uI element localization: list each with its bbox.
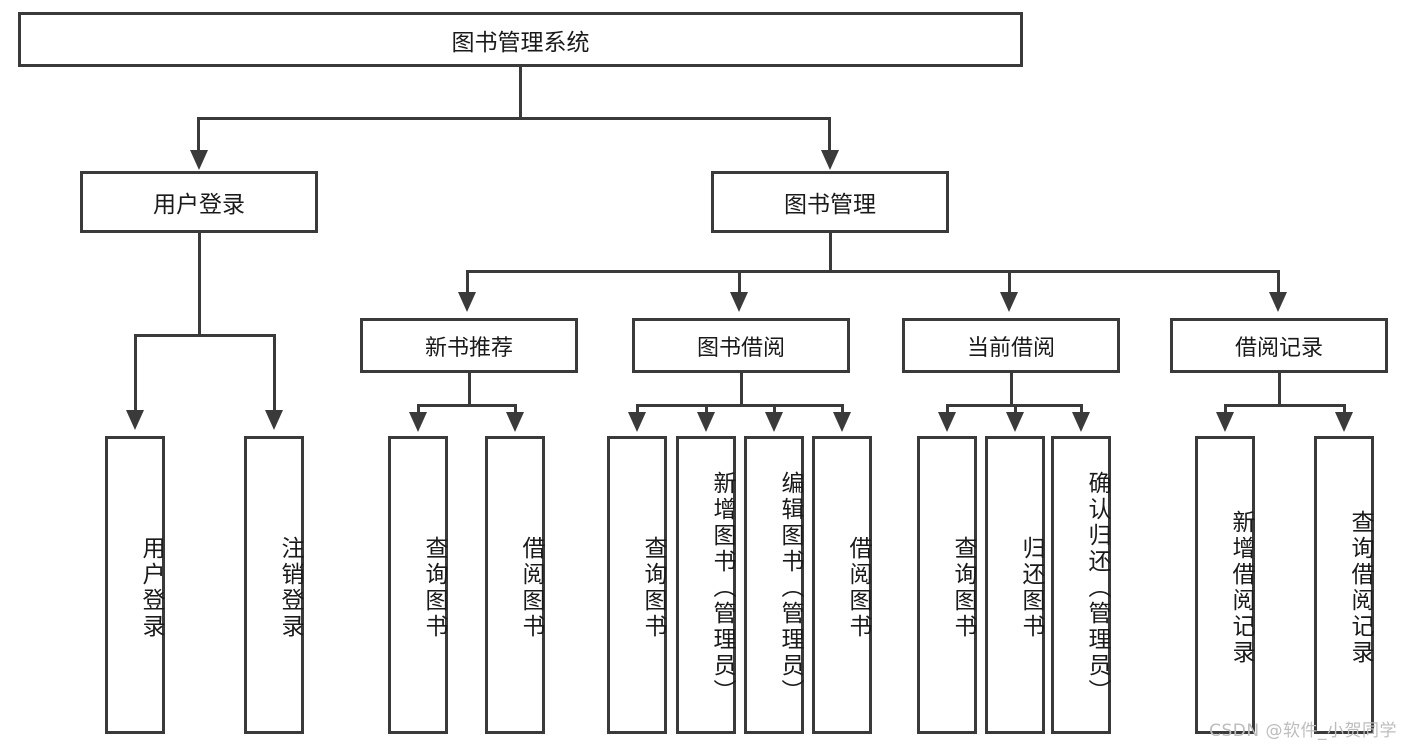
node-label: 查询图书 [421, 536, 447, 640]
arrowhead-leaf-logout-login [265, 410, 283, 430]
connector-bb-leaf-4 [841, 404, 844, 414]
leaf-query-borrow-record[interactable]: 查询借阅记录 [1314, 436, 1374, 734]
leaf-return-book[interactable]: 归还图书 [985, 436, 1045, 734]
connector-cb-leaf-2 [1014, 404, 1017, 414]
connector-user-login-trunk [198, 233, 201, 334]
connector-bb-leaf-2 [705, 404, 708, 414]
arrowhead-leaf-return-book [1006, 412, 1024, 432]
node-borrow-record[interactable]: 借阅记录 [1170, 318, 1388, 373]
connector-bb-leaf-1 [636, 404, 639, 414]
leaf-user-login[interactable]: 用户登录 [105, 436, 165, 734]
node-label: 新增图书（管理员） [709, 471, 735, 705]
connector-user-login-leaf-2 [273, 334, 276, 412]
leaf-logout-login[interactable]: 注销登录 [244, 436, 304, 734]
connector-br-leaf-2 [1343, 404, 1346, 414]
connector-bm-to-borrow-record [1277, 270, 1280, 294]
leaf-query-book-3[interactable]: 查询图书 [917, 436, 977, 734]
connector-book-management-trunk [829, 233, 832, 270]
arrowhead-leaf-borrow-book-1 [506, 412, 524, 432]
node-current-borrow[interactable]: 当前借阅 [902, 318, 1120, 373]
node-label: 借阅记录 [1234, 335, 1323, 361]
leaf-add-book[interactable]: 新增图书（管理员） [676, 436, 736, 734]
connector-bb-leaf-3 [773, 404, 776, 414]
node-label: 归还图书 [1018, 536, 1044, 640]
arrowhead-leaf-borrow-book-2 [833, 412, 851, 432]
connector-br-trunk [1278, 373, 1281, 404]
node-new-book-recommend[interactable]: 新书推荐 [360, 318, 578, 373]
node-label: 查询图书 [950, 536, 976, 640]
node-label: 当前借阅 [966, 335, 1055, 361]
node-book-management[interactable]: 图书管理 [711, 171, 949, 233]
arrowhead-borrow-record [1269, 292, 1287, 312]
node-user-login[interactable]: 用户登录 [80, 171, 318, 233]
node-book-borrow[interactable]: 图书借阅 [632, 318, 850, 373]
arrowhead-current-borrow [1000, 292, 1018, 312]
leaf-query-book-2[interactable]: 查询图书 [607, 436, 667, 734]
connector-nbr-bar [417, 404, 517, 407]
connector-bm-to-new-book [466, 270, 469, 294]
connector-user-login-bar [134, 334, 276, 337]
arrowhead-leaf-query-book-1 [409, 412, 427, 432]
node-label: 新增借阅记录 [1228, 510, 1254, 666]
arrowhead-leaf-query-book-3 [938, 412, 956, 432]
node-label: 用户登录 [153, 192, 245, 218]
arrowhead-user-login [190, 150, 208, 170]
connector-user-login-leaf-1 [134, 334, 137, 412]
connector-root-trunk [519, 67, 522, 117]
node-label: 用户登录 [138, 536, 164, 640]
leaf-borrow-book-1[interactable]: 借阅图书 [485, 436, 545, 734]
arrowhead-leaf-query-borrow-record [1335, 412, 1353, 432]
node-label: 图书管理 [784, 192, 876, 218]
connector-cb-trunk [1010, 373, 1013, 404]
connector-cb-leaf-1 [946, 404, 949, 414]
node-label: 借阅图书 [845, 536, 871, 640]
node-root-system[interactable]: 图书管理系统 [18, 12, 1023, 67]
node-label: 注销登录 [277, 536, 303, 640]
node-label: 查询图书 [640, 536, 666, 640]
connector-bm-to-book-borrow [738, 270, 741, 294]
node-label: 查询借阅记录 [1347, 510, 1373, 666]
connector-root-bar [197, 117, 831, 120]
arrowhead-new-book-recommend [458, 292, 476, 312]
leaf-edit-book[interactable]: 编辑图书（管理员） [744, 436, 804, 734]
node-label: 图书借阅 [696, 335, 785, 361]
arrowhead-leaf-query-book-2 [628, 412, 646, 432]
leaf-query-book-1[interactable]: 查询图书 [388, 436, 448, 734]
arrowhead-book-management [821, 150, 839, 170]
connector-bb-bar [636, 404, 844, 407]
connector-root-to-user-login [197, 117, 200, 153]
arrowhead-leaf-add-borrow-record [1216, 412, 1234, 432]
connector-br-bar [1224, 404, 1346, 407]
arrowhead-leaf-user-login [126, 410, 144, 430]
arrowhead-leaf-confirm-return [1072, 412, 1090, 432]
connector-nbr-leaf-1 [417, 404, 420, 414]
arrowhead-book-borrow [730, 292, 748, 312]
arrowhead-leaf-edit-book [765, 412, 783, 432]
node-label: 确认归还（管理员） [1084, 471, 1110, 705]
connector-bm-to-current-borrow [1008, 270, 1011, 294]
node-label: 新书推荐 [424, 335, 513, 361]
leaf-add-borrow-record[interactable]: 新增借阅记录 [1195, 436, 1255, 734]
node-label: 借阅图书 [518, 536, 544, 640]
node-label: 图书管理系统 [451, 29, 590, 56]
connector-cb-leaf-3 [1080, 404, 1083, 414]
connector-nbr-trunk [468, 373, 471, 404]
connector-nbr-leaf-2 [514, 404, 517, 414]
connector-book-management-bar [466, 270, 1279, 273]
leaf-confirm-return[interactable]: 确认归还（管理员） [1051, 436, 1111, 734]
connector-br-leaf-1 [1224, 404, 1227, 414]
leaf-borrow-book-2[interactable]: 借阅图书 [812, 436, 872, 734]
arrowhead-leaf-add-book [697, 412, 715, 432]
connector-bb-trunk [740, 373, 743, 404]
connector-root-to-book-management [828, 117, 831, 153]
watermark-text: CSDN @软件_小贺同学 [1209, 721, 1397, 741]
node-label: 编辑图书（管理员） [777, 471, 803, 705]
